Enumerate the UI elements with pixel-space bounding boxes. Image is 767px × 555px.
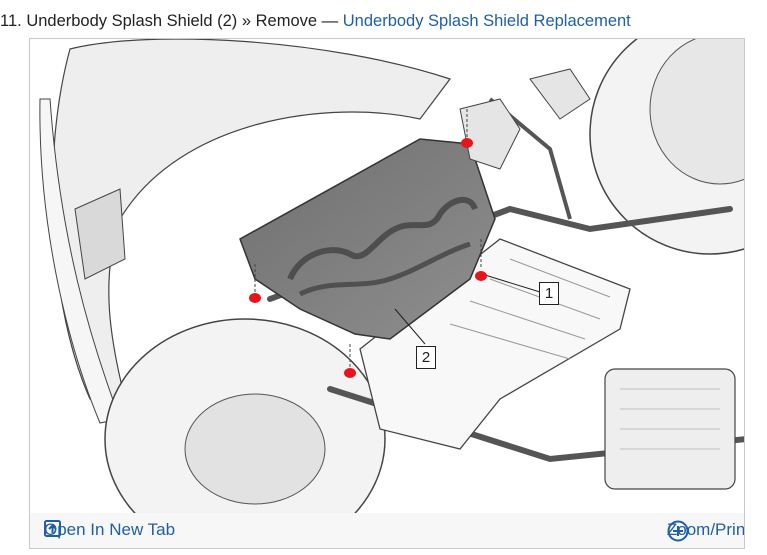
fastener-marker	[249, 293, 261, 303]
procedure-link[interactable]: Underbody Splash Shield Replacement	[342, 12, 631, 30]
open-in-new-tab-icon	[44, 520, 61, 537]
step-header: 11. Underbody Splash Shield (2) » Remove…	[0, 12, 631, 31]
fastener-marker	[461, 138, 473, 148]
figure-toolbar: Open In New Tab Zoom/Print	[30, 513, 744, 548]
fastener-marker	[344, 368, 356, 378]
step-number: 11.	[0, 12, 22, 30]
figure-frame: 1 2 Open In New Tab Zoom/Print	[29, 38, 745, 549]
step-separator: —	[321, 12, 339, 30]
callout-2: 2	[416, 346, 436, 369]
callout-1: 1	[539, 282, 559, 305]
open-in-new-tab-button[interactable]: Open In New Tab	[44, 520, 175, 540]
step-title: Underbody Splash Shield (2) » Remove	[26, 12, 318, 30]
plus-circle-icon	[667, 520, 689, 542]
underbody-illustration	[30, 39, 744, 515]
fastener-marker	[475, 271, 487, 281]
zoom-print-button[interactable]: Zoom/Print	[667, 520, 744, 542]
open-in-new-tab-label: Open In New Tab	[44, 520, 176, 539]
